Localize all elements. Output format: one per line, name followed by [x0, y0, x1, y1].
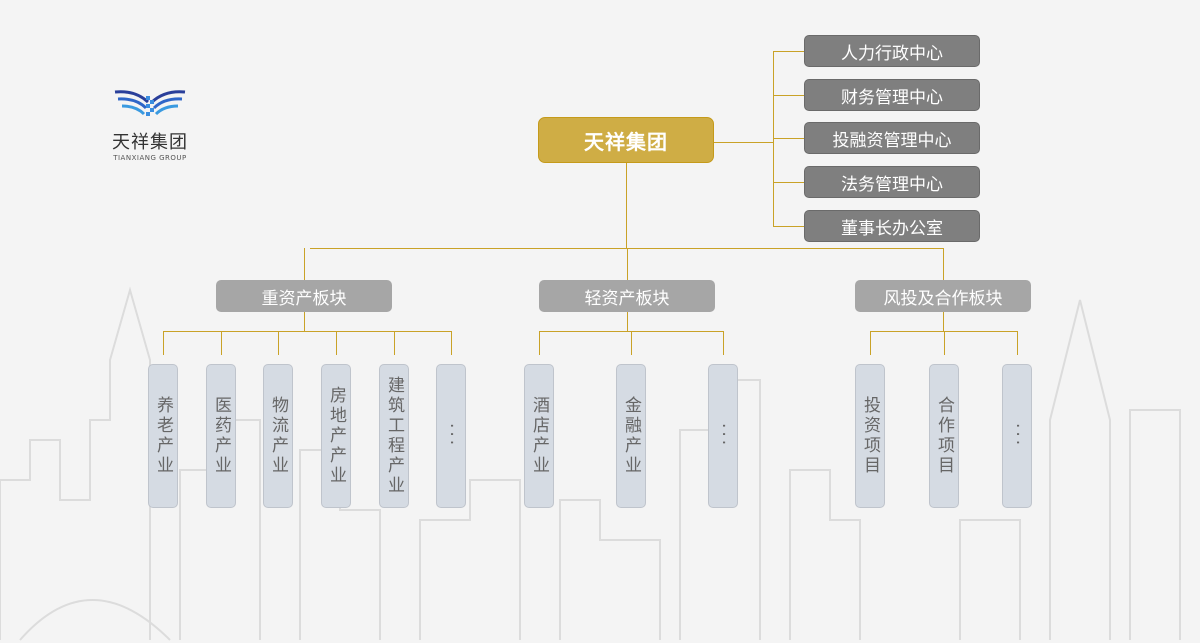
connector	[773, 51, 804, 52]
unit-label: ···	[441, 423, 461, 449]
connector	[723, 331, 724, 355]
unit-node[interactable]: 房地产产业	[321, 364, 351, 508]
connector	[163, 331, 164, 355]
connector	[773, 138, 804, 139]
unit-node[interactable]: ···	[1002, 364, 1032, 508]
connector	[943, 312, 944, 331]
department-node[interactable]: 人力行政中心	[804, 35, 980, 67]
wings-logo-icon	[114, 90, 186, 116]
connector	[336, 331, 337, 355]
department-node[interactable]: 财务管理中心	[804, 79, 980, 111]
unit-label: 房地产产业	[326, 386, 346, 486]
unit-label: 养老产业	[153, 396, 173, 476]
unit-node[interactable]: ···	[436, 364, 466, 508]
unit-node[interactable]: 投资项目	[855, 364, 885, 508]
connector	[626, 161, 627, 248]
department-node[interactable]: 投融资管理中心	[804, 122, 980, 154]
connector	[627, 248, 628, 280]
connector	[539, 331, 540, 355]
unit-node[interactable]: 医药产业	[206, 364, 236, 508]
logo-name-en: TIANXIANG GROUP	[113, 154, 187, 162]
connector	[304, 312, 305, 331]
connector	[627, 312, 628, 331]
unit-node[interactable]: 金融产业	[616, 364, 646, 508]
connector	[773, 182, 804, 183]
company-logo: 天祥集团 TIANXIANG GROUP	[105, 88, 195, 162]
sector-node[interactable]: 轻资产板块	[539, 280, 715, 312]
sector-node[interactable]: 重资产板块	[216, 280, 392, 312]
connector	[304, 248, 305, 280]
connector	[944, 331, 945, 355]
connector	[163, 331, 452, 332]
unit-label: ···	[713, 423, 733, 449]
connector	[773, 51, 774, 227]
connector	[278, 331, 279, 355]
unit-node[interactable]: 物流产业	[263, 364, 293, 508]
unit-label: 合作项目	[934, 396, 954, 476]
root-node[interactable]: 天祥集团	[538, 117, 714, 163]
connector	[870, 331, 871, 355]
unit-label: 建筑工程产业	[384, 376, 404, 496]
unit-node[interactable]: ···	[708, 364, 738, 508]
unit-label: 投资项目	[860, 396, 880, 476]
unit-node[interactable]: 养老产业	[148, 364, 178, 508]
unit-node[interactable]: 酒店产业	[524, 364, 554, 508]
unit-label: 医药产业	[211, 396, 231, 476]
connector	[712, 142, 774, 143]
unit-node[interactable]: 合作项目	[929, 364, 959, 508]
logo-name-cn: 天祥集团	[112, 132, 188, 153]
connector	[1017, 331, 1018, 355]
connector	[221, 331, 222, 355]
connector	[451, 331, 452, 355]
unit-node[interactable]: 建筑工程产业	[379, 364, 409, 508]
department-node[interactable]: 法务管理中心	[804, 166, 980, 198]
unit-label: ···	[1007, 423, 1027, 449]
unit-label: 酒店产业	[529, 396, 549, 476]
connector	[773, 95, 804, 96]
connector	[943, 248, 944, 280]
connector	[773, 226, 804, 227]
unit-label: 金融产业	[621, 396, 641, 476]
unit-label: 物流产业	[268, 396, 288, 476]
sector-node[interactable]: 风投及合作板块	[855, 280, 1031, 312]
connector	[631, 331, 632, 355]
department-node[interactable]: 董事长办公室	[804, 210, 980, 242]
connector	[394, 331, 395, 355]
